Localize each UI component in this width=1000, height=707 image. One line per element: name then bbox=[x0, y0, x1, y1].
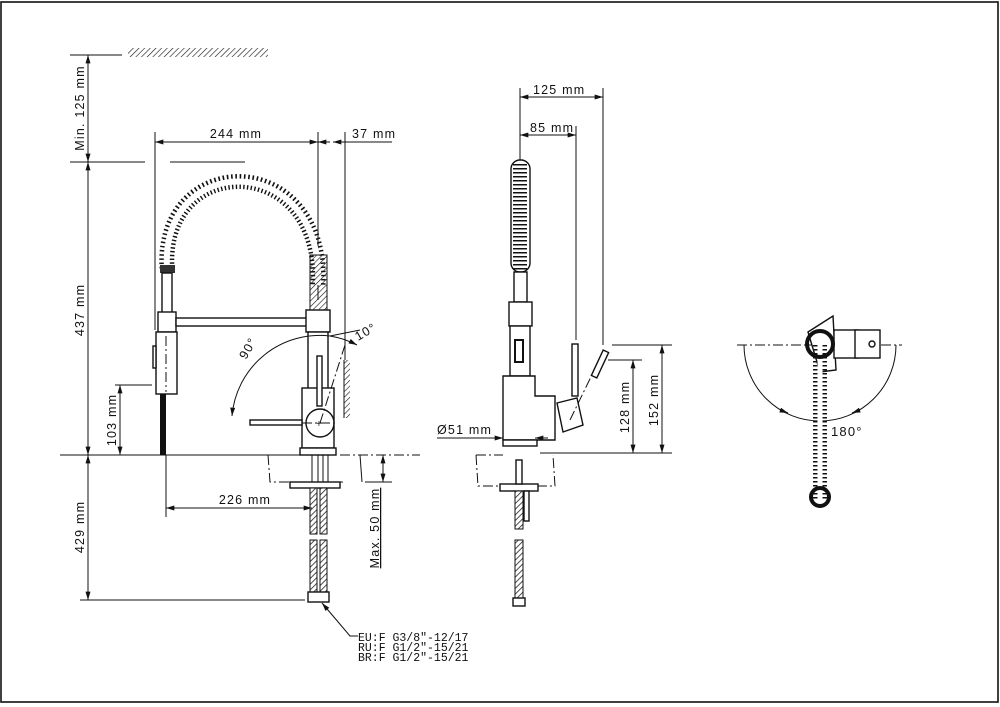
spout-reach-label: 244 mm bbox=[210, 127, 262, 141]
svg-text:+: + bbox=[316, 419, 323, 430]
lever-offset-label: 37 mm bbox=[352, 127, 396, 141]
hose-reach-label: 226 mm bbox=[219, 493, 271, 507]
swivel-angle-label: 180° bbox=[831, 424, 863, 439]
shower-hose bbox=[160, 394, 166, 455]
lever-reach-closed-label: 85 mm bbox=[530, 121, 574, 135]
rotation-arc bbox=[230, 334, 331, 417]
connection-leader bbox=[321, 602, 358, 637]
base-diameter-label: Ø51 mm bbox=[437, 423, 492, 437]
counter-thickness-label: Max. 50 mm bbox=[368, 488, 382, 569]
min-clearance-label: Min. 125 mm bbox=[73, 65, 87, 150]
total-height-label: 437 mm bbox=[73, 284, 87, 336]
lever-rotation-label: 90° bbox=[236, 335, 259, 361]
connection-br: BR:F G1/2"-15/21 bbox=[358, 652, 469, 665]
side-view: 125 mm 85 mm Ø51 mm 152 mm 128 mm bbox=[437, 83, 672, 607]
lever bbox=[316, 355, 323, 407]
lever-reach-label: 125 mm bbox=[533, 83, 585, 97]
lever-tilt-label: 10° bbox=[353, 320, 379, 343]
side-faucet-body bbox=[502, 375, 556, 441]
lever-height-label: 128 mm bbox=[618, 381, 632, 433]
spout-arm bbox=[175, 317, 309, 327]
shower-height-label: 103 mm bbox=[105, 394, 119, 446]
ceiling-hatch bbox=[128, 48, 268, 57]
mounting-plate bbox=[289, 481, 341, 489]
hose-nut bbox=[307, 591, 330, 603]
top-view: 180° bbox=[737, 314, 902, 508]
supply-hose bbox=[309, 487, 318, 535]
front-view: Min. 125 mm 244 mm 37 mm 437 mm 103 mm bbox=[60, 48, 469, 665]
wall-hatch bbox=[344, 360, 350, 418]
shower-head bbox=[157, 311, 177, 333]
side-lever bbox=[571, 343, 579, 397]
connection-eu: EU:F G3/8"-12/17 bbox=[358, 632, 468, 645]
lever-height-open-label: 152 mm bbox=[647, 374, 661, 426]
connection-ru: RU:F G1/2"-15/21 bbox=[358, 642, 469, 655]
hose-length-label: 429 mm bbox=[73, 501, 87, 553]
